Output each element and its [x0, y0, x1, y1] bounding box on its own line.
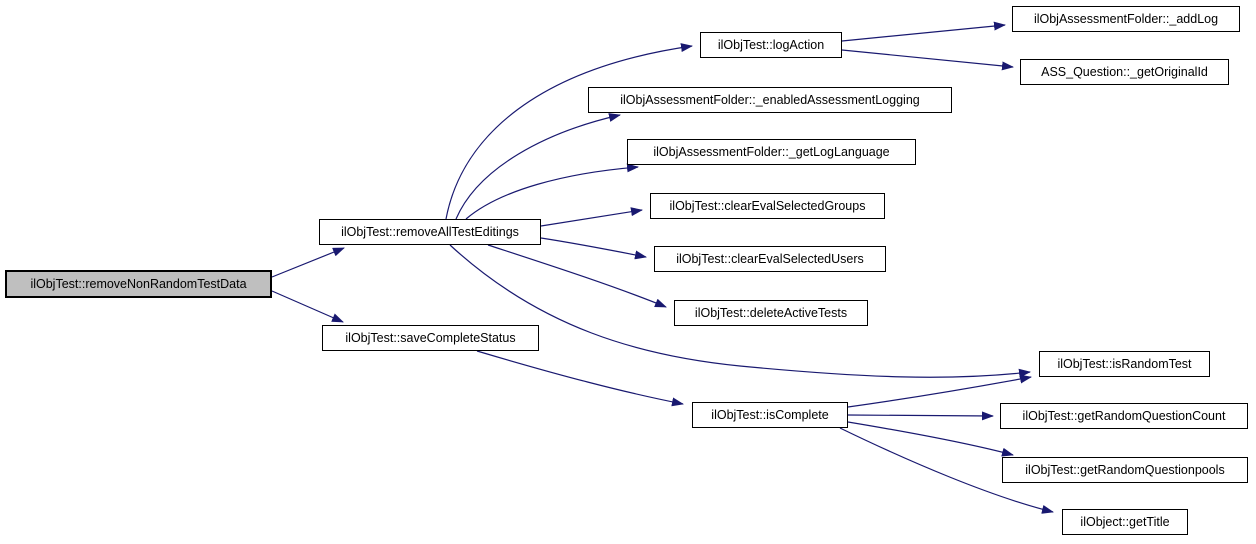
node-getLogLanguage[interactable]: ilObjAssessmentFolder::_getLogLanguage [627, 139, 916, 165]
edge-isComplete-isRandomTest [847, 374, 1032, 408]
node-getRandomQuestionpools[interactable]: ilObjTest::getRandomQuestionpools [1002, 457, 1248, 483]
node-deleteActiveTests[interactable]: ilObjTest::deleteActiveTests [674, 300, 868, 326]
edge-isComplete-getTitle [839, 427, 1054, 514]
edge-removeNonRandomTestData-saveCompleteStatus [271, 290, 344, 323]
edge-isComplete-getRandomQuestionCount [847, 411, 994, 421]
edge-removeAllTestEditings-clearEvalSelectedUsers [540, 237, 647, 260]
edge-removeAllTestEditings-enabledAssessmentLogging [455, 113, 621, 220]
node-getRandomQuestionCount[interactable]: ilObjTest::getRandomQuestionCount [1000, 403, 1248, 429]
edge-logAction-addLog [841, 21, 1006, 42]
node-clearEvalSelectedUsers[interactable]: ilObjTest::clearEvalSelectedUsers [654, 246, 886, 272]
edge-removeAllTestEditings-isRandomTest [449, 244, 1031, 378]
node-clearEvalSelectedGroups[interactable]: ilObjTest::clearEvalSelectedGroups [650, 193, 885, 219]
node-enabledAssessmentLogging[interactable]: ilObjAssessmentFolder::_enabledAssessmen… [588, 87, 952, 113]
node-saveCompleteStatus[interactable]: ilObjTest::saveCompleteStatus [322, 325, 539, 351]
edge-removeAllTestEditings-logAction [445, 43, 693, 220]
node-getOriginalId[interactable]: ASS_Question::_getOriginalId [1020, 59, 1229, 85]
node-removeAllTestEditings[interactable]: ilObjTest::removeAllTestEditings [319, 219, 541, 245]
node-addLog[interactable]: ilObjAssessmentFolder::_addLog [1012, 6, 1240, 32]
edge-removeAllTestEditings-deleteActiveTests [487, 244, 667, 308]
node-isRandomTest[interactable]: ilObjTest::isRandomTest [1039, 351, 1210, 377]
edge-isComplete-getRandomQuestionpools [847, 421, 1014, 457]
edge-removeAllTestEditings-clearEvalSelectedGroups [540, 207, 643, 227]
node-logAction[interactable]: ilObjTest::logAction [700, 32, 842, 58]
node-getTitle[interactable]: ilObject::getTitle [1062, 509, 1188, 535]
node-removeNonRandomTestData: ilObjTest::removeNonRandomTestData [5, 270, 272, 298]
edge-removeNonRandomTestData-removeAllTestEditings [271, 247, 345, 278]
edge-removeAllTestEditings-getLogLanguage [465, 163, 639, 220]
edge-saveCompleteStatus-isComplete [476, 350, 684, 407]
node-isComplete[interactable]: ilObjTest::isComplete [692, 402, 848, 428]
edge-logAction-getOriginalId [841, 49, 1014, 71]
